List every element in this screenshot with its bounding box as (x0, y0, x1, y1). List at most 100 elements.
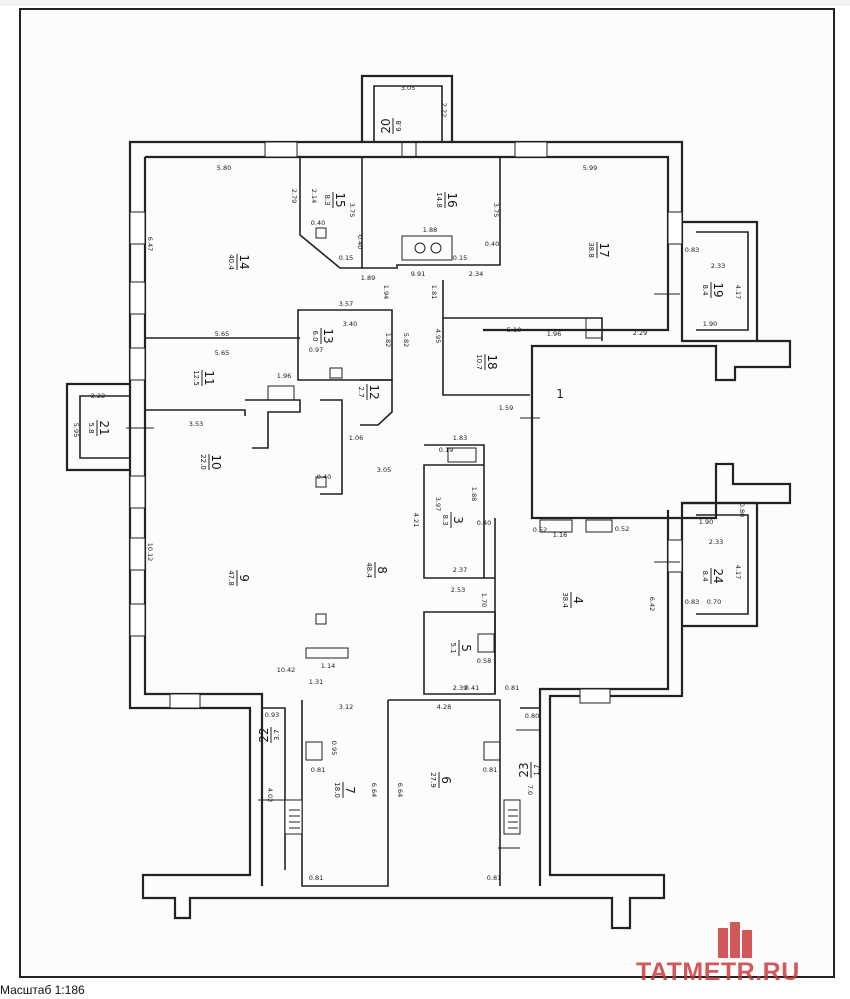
dimension-label: 0.80 (738, 503, 746, 517)
wall-11 (145, 409, 246, 416)
dimension-label: 0.83 (685, 246, 699, 254)
room-area: 8.3 (323, 194, 331, 205)
room-area: 8.4 (701, 284, 709, 296)
room-label: 158.3 (323, 192, 347, 208)
dimension-label: 9.91 (411, 270, 425, 278)
room-label: 1 (556, 387, 564, 401)
dimension-label: 1.59 (499, 404, 513, 412)
room-area: 1.7 (533, 764, 541, 775)
room-area: 2.7 (357, 386, 365, 397)
toilet-fixture (477, 633, 495, 653)
dimension-label: 5.10 (507, 326, 521, 334)
dimension-label: 0.40 (311, 219, 325, 227)
dimension-label: 1.81 (430, 285, 438, 299)
dimension-label: 6.42 (648, 597, 656, 611)
toilet-fixture (315, 613, 327, 625)
toilet-fixture (315, 227, 327, 239)
dimension-label: 3.97 (434, 497, 442, 511)
room-area: 8.3 (441, 514, 449, 525)
room-area: 27.9 (429, 772, 437, 788)
dimension-label: 0.83 (685, 598, 699, 606)
room-number: 15 (333, 192, 347, 207)
toilet-fixture (585, 519, 613, 533)
dimension-label: 6.64 (396, 783, 404, 797)
dimension-label: 0.15 (339, 254, 353, 262)
dimension-label: 1.96 (277, 372, 291, 380)
dimension-label: 0.81 (487, 874, 501, 882)
inner-wall (143, 155, 670, 886)
wall-16 (362, 157, 501, 269)
window (129, 347, 146, 381)
toilet-fixture (483, 741, 501, 761)
room-area: 14.8 (435, 192, 443, 208)
room-number: 3 (451, 516, 465, 524)
dimension-label: 0.81 (483, 766, 497, 774)
dimension-label: 5.65 (215, 349, 229, 357)
dimension-label: 1.90 (703, 320, 717, 328)
dimension-label: 0.97 (309, 346, 323, 354)
dimension-label: 3.75 (348, 203, 356, 217)
dimension-label: 6.64 (370, 783, 378, 797)
room-area: 6.8 (395, 120, 403, 131)
dimension-label: 0.95 (330, 741, 338, 755)
room-number: 4 (571, 596, 585, 604)
dimension-label: 2.34 (469, 270, 483, 278)
bath-fixture (305, 647, 349, 659)
window (284, 799, 303, 835)
room-area: 12.5 (192, 370, 200, 386)
room-number: 8 (375, 566, 389, 574)
room-area: 6.0 (311, 330, 319, 341)
dimension-label: 0.40 (485, 240, 499, 248)
toilet-fixture (329, 367, 343, 379)
dimension-label: 1.88 (470, 487, 478, 501)
dimension-tick (126, 142, 680, 849)
dimension-label: 0.15 (453, 254, 467, 262)
window (667, 539, 683, 573)
window (264, 141, 298, 158)
wall-7 (301, 700, 389, 887)
room-number: 18 (485, 354, 499, 369)
dimension-label: 2.53 (451, 586, 465, 594)
room-area: 48.4 (365, 562, 373, 578)
room-number: 16 (445, 192, 459, 207)
dimension-label: 4.17 (734, 565, 742, 579)
room-number: 22 (257, 727, 271, 742)
room-label: 438.4 (561, 592, 585, 608)
dimension-label: 2.22 (440, 103, 448, 117)
dimension-label: 2.79 (290, 189, 298, 203)
dimension-label: 0.52 (533, 526, 547, 534)
window (129, 475, 146, 509)
window (667, 211, 683, 245)
toilet-fixture (539, 519, 573, 533)
room-label: 848.4 (365, 562, 389, 578)
dimension-label: 2.33 (709, 538, 723, 546)
room-area: 40.4 (227, 254, 235, 270)
room-label: 122.7 (357, 384, 381, 400)
dimension-label: 4.28 (437, 703, 451, 711)
dimension-label: 0.58 (477, 657, 491, 665)
room-number: 23 (517, 762, 531, 777)
window (129, 281, 146, 315)
dimension-label: 1.89 (361, 274, 375, 282)
annex-21 (65, 382, 130, 472)
wall-12 (360, 379, 393, 426)
room-number: 9 (237, 574, 251, 582)
dimension-label: 5.80 (217, 164, 231, 172)
room-number: 12 (367, 384, 381, 399)
window (169, 693, 201, 709)
toilet-fixture (315, 476, 327, 488)
dimension-label: 1.90 (699, 518, 713, 526)
room-label: 627.9 (429, 772, 453, 788)
wall-21 (79, 395, 131, 459)
watermark-text: TATMETR.RU (636, 958, 800, 986)
room-area: 38.4 (561, 592, 569, 608)
dimension-label: 4.02 (266, 788, 274, 802)
hatch (289, 809, 518, 829)
room-number: 17 (597, 242, 611, 257)
room-number: 7 (343, 786, 357, 794)
room-area: 47.8 (227, 570, 235, 586)
dimension-label: 0.81 (309, 874, 323, 882)
room-number: 1 (556, 387, 564, 401)
